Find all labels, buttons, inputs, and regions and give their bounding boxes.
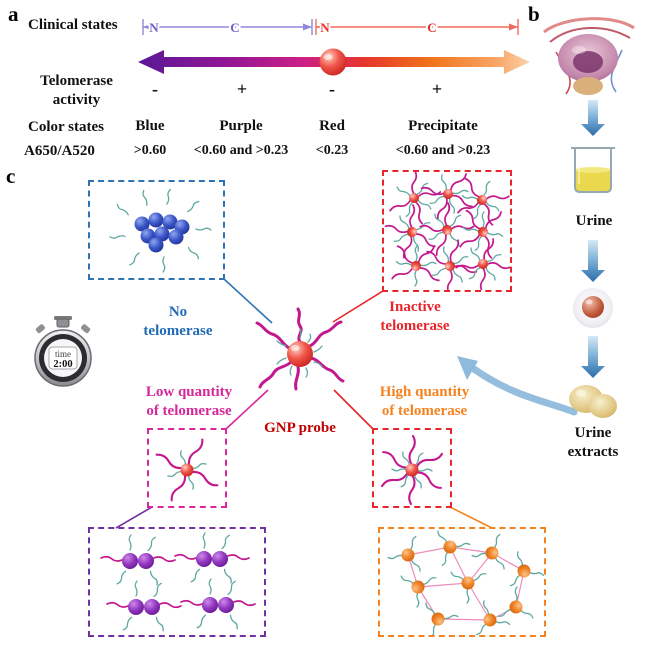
ratio-value-2: <0.60 and >0.23 bbox=[193, 143, 289, 158]
color-state-1: Blue bbox=[135, 118, 165, 134]
purple-dimer-box bbox=[88, 527, 266, 637]
bladder-illustration bbox=[543, 17, 635, 95]
no-telomerase-box bbox=[88, 180, 225, 280]
activity-value-2: + bbox=[236, 79, 248, 99]
clinical-axis: N C N C bbox=[142, 18, 519, 37]
urine-label: Urine bbox=[575, 213, 613, 229]
gnp-probe-label: GNP probe bbox=[264, 420, 336, 436]
activity-value-4: + bbox=[431, 79, 443, 99]
high-quantity-label: High quantity of telomerase bbox=[379, 384, 470, 419]
low-quantity-probe-illustration bbox=[149, 430, 225, 506]
down-arrow-icon bbox=[581, 240, 605, 282]
axis-left-c: C bbox=[230, 20, 239, 35]
ratio-value-1: >0.60 bbox=[133, 143, 167, 158]
ratio-value-4: <0.60 and >0.23 bbox=[395, 143, 491, 158]
inactive-telomerase-box bbox=[382, 170, 512, 292]
orange-network-box bbox=[378, 527, 546, 637]
color-state-3: Red bbox=[319, 118, 345, 134]
orange-network-illustration bbox=[380, 529, 544, 635]
timer-value: 2:00 bbox=[53, 359, 72, 370]
color-states-label: Color states bbox=[28, 119, 104, 135]
ratio-label: A650/A520 bbox=[24, 143, 95, 159]
activity-value-1: - bbox=[152, 79, 158, 99]
panel-c-label: c bbox=[6, 164, 16, 188]
telomerase-gradient-arrow bbox=[138, 48, 530, 76]
timer-icon: time 2:00 bbox=[34, 316, 92, 387]
gnp-sphere-icon bbox=[319, 48, 347, 76]
low-quantity-label: Low quantity of telomerase bbox=[145, 384, 233, 419]
color-state-4: Precipitate bbox=[408, 118, 478, 134]
down-arrow-icon bbox=[581, 336, 605, 378]
axis-right-c: C bbox=[427, 20, 436, 35]
dispersed-probes-illustration bbox=[384, 172, 510, 290]
color-state-2: Purple bbox=[219, 118, 263, 134]
purple-dimer-illustration bbox=[90, 529, 264, 635]
urine-extracts-icon bbox=[569, 385, 617, 418]
telomerase-activity-label: Telomerase activity bbox=[40, 73, 113, 108]
axis-right-n: N bbox=[320, 20, 330, 35]
blue-aggregate-illustration bbox=[109, 188, 212, 273]
timer-label: time bbox=[55, 349, 71, 359]
axis-left-n: N bbox=[149, 20, 159, 35]
panel-a-label: a bbox=[8, 2, 19, 26]
panel-b-label: b bbox=[528, 2, 540, 26]
high-quantity-box bbox=[372, 428, 452, 508]
activity-value-3: - bbox=[329, 79, 335, 99]
urine-extracts-label: Urine extracts bbox=[567, 425, 619, 460]
down-arrow-icon bbox=[581, 100, 605, 136]
gnp-probe-illustration bbox=[255, 307, 345, 391]
low-quantity-box bbox=[147, 428, 227, 508]
inactive-telomerase-label: Inactive telomerase bbox=[380, 299, 450, 334]
clinical-states-label: Clinical states bbox=[28, 17, 118, 33]
no-telomerase-label: No telomerase bbox=[143, 304, 213, 339]
ratio-value-3: <0.23 bbox=[315, 143, 349, 158]
urine-pellet-icon bbox=[573, 288, 613, 328]
high-quantity-probe-illustration bbox=[374, 430, 450, 506]
urine-beaker-icon bbox=[571, 147, 615, 193]
